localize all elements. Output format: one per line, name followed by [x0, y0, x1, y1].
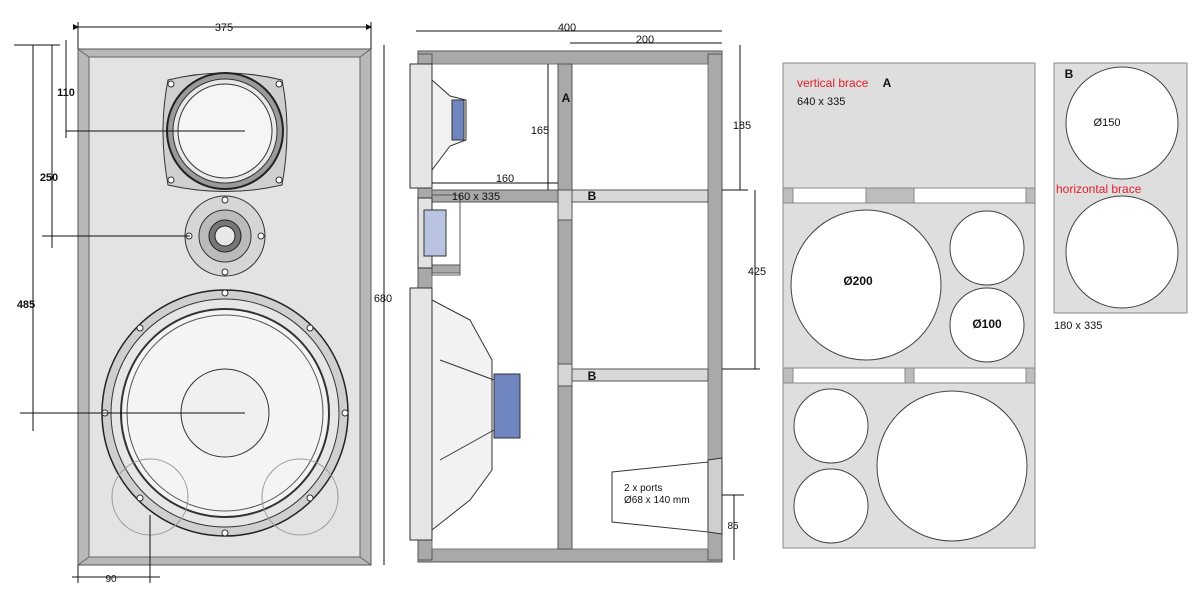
- dim-165-label: 165: [531, 125, 549, 137]
- hole-200-label: Ø200: [843, 274, 873, 288]
- horizontal-brace-panel: B Ø150 horizontal brace 180 x 335: [1053, 62, 1188, 332]
- horizontal-brace-b-lower: [571, 368, 709, 382]
- hole-100-label: Ø100: [972, 317, 1002, 331]
- side-width-label: 400: [558, 22, 576, 34]
- midrange-side: [409, 63, 467, 189]
- hole-200: [790, 209, 942, 361]
- dim-425-label: 425: [748, 266, 766, 278]
- ports-line1: 2 x ports: [624, 483, 662, 494]
- tweeter: [184, 195, 266, 277]
- hole-100-left-upper: [793, 388, 869, 464]
- tweeter-side: [417, 197, 447, 269]
- dim-85-label: 85: [727, 521, 739, 532]
- side-view: 400 200 A B B: [409, 22, 766, 563]
- dim-90-label: 90: [105, 574, 117, 585]
- ports-line2: Ø68 x 140 mm: [624, 495, 690, 506]
- shelf-size-label: 160 x 335: [452, 191, 500, 203]
- hole-150-label: Ø150: [1094, 117, 1121, 129]
- vertical-brace-title: vertical brace: [797, 76, 869, 90]
- vertical-brace-panel: vertical brace A 640 x 335 Ø200 Ø100: [782, 62, 1036, 549]
- front-view: 375 680 485 250 110 90: [14, 22, 392, 585]
- horizontal-brace-size: 180 x 335: [1054, 320, 1102, 332]
- bottom-panel: [417, 548, 723, 563]
- dim-485-label: 485: [17, 299, 35, 311]
- brace-b-lower-label: B: [588, 369, 597, 383]
- horizontal-brace-b-upper: [571, 189, 709, 203]
- hole-200-lower: [876, 390, 1028, 542]
- hole-100-lower: [949, 287, 1025, 363]
- hole-100-left-lower: [793, 468, 869, 544]
- woofer-side: [409, 287, 521, 541]
- midrange-driver: [162, 72, 288, 192]
- dim-110-label: 110: [57, 87, 75, 99]
- hole-150-upper: [1065, 66, 1179, 180]
- top-panel: [417, 50, 723, 65]
- hole-100-upper: [949, 210, 1025, 286]
- port-right: [261, 458, 339, 536]
- side-half-label: 200: [636, 34, 654, 46]
- horizontal-brace-letter: B: [1065, 67, 1074, 81]
- vertical-brace-size: 640 x 335: [797, 96, 845, 108]
- vertical-brace-a: [557, 63, 573, 550]
- dim-250-label: 250: [40, 172, 58, 184]
- vertical-brace-letter: A: [883, 76, 892, 90]
- front-width-label: 375: [215, 22, 233, 34]
- brace-b-upper-label: B: [588, 189, 597, 203]
- hole-150-lower: [1065, 195, 1179, 309]
- dim-185-label: 185: [733, 120, 751, 132]
- brace-a-label: A: [562, 91, 571, 105]
- front-height-label: 680: [374, 293, 392, 305]
- horizontal-brace-title: horizontal brace: [1056, 182, 1142, 196]
- dim-160-label: 160: [496, 173, 514, 185]
